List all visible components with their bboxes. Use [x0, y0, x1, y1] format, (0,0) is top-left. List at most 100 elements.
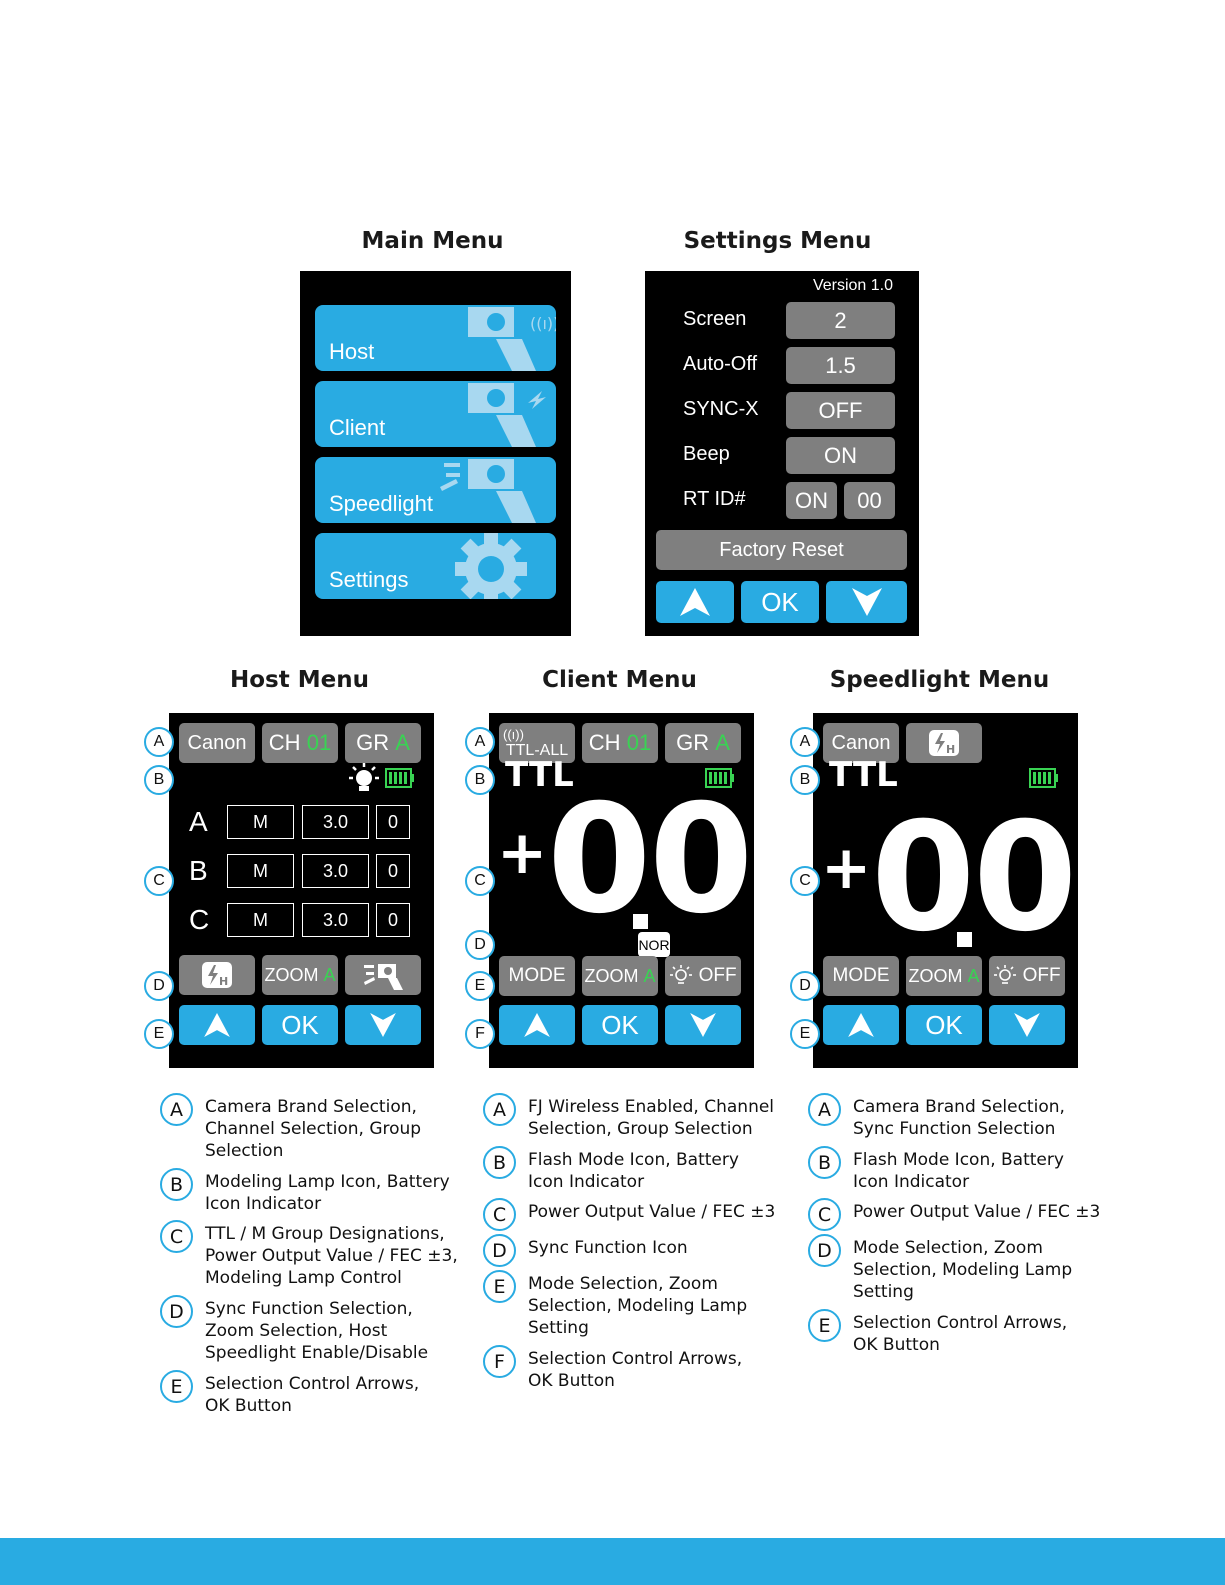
- legend-client-letter-e: E: [483, 1270, 516, 1303]
- zoom-button[interactable]: ZOOM A: [582, 956, 658, 996]
- group-button[interactable]: GR A: [345, 723, 421, 763]
- zoom-value: A: [967, 965, 980, 986]
- up-arrow-icon: [680, 588, 710, 616]
- down-arrow-button[interactable]: [345, 1005, 421, 1045]
- callout-d: D: [465, 930, 495, 960]
- down-arrow-icon: [851, 588, 882, 616]
- ok-button[interactable]: OK: [582, 1005, 658, 1045]
- svg-text:((ı)): ((ı)): [530, 314, 556, 333]
- up-arrow-button[interactable]: [179, 1005, 255, 1045]
- settings-menu-screen: Version 1.0 Screen 2 Auto-Off 1.5 SYNC-X…: [645, 271, 919, 636]
- legend-speedlight-letter-a: A: [808, 1093, 841, 1126]
- group-name-b: B: [189, 855, 208, 886]
- channel-label: CH: [268, 730, 301, 755]
- up-arrow-button[interactable]: [499, 1005, 575, 1045]
- mode-button[interactable]: MODE: [823, 956, 899, 996]
- group-c-mode[interactable]: M: [227, 903, 294, 937]
- legend-client-letter-a: A: [483, 1093, 516, 1126]
- zoom-button[interactable]: ZOOM A: [262, 955, 338, 995]
- ok-button[interactable]: OK: [262, 1005, 338, 1045]
- main-menu-item-label: Speedlight: [329, 491, 433, 516]
- group-button[interactable]: GR A: [665, 723, 741, 763]
- main-menu-item-speedlight[interactable]: Speedlight: [315, 457, 556, 523]
- svg-text:H: H: [946, 743, 955, 756]
- legend-host-letter-a: A: [160, 1093, 193, 1126]
- setting-value-sync-x[interactable]: OFF: [786, 392, 895, 429]
- decimal-point: [957, 932, 972, 947]
- modeling-lamp-button[interactable]: OFF: [665, 956, 741, 996]
- modeling-lamp-icon: [349, 763, 379, 791]
- legend-speedlight-letter-c: C: [808, 1198, 841, 1231]
- zoom-button[interactable]: ZOOM A: [906, 956, 982, 996]
- rt-id-number[interactable]: 00: [844, 482, 895, 519]
- down-arrow-button[interactable]: [665, 1005, 741, 1045]
- channel-button[interactable]: CH 01: [582, 723, 658, 763]
- zoom-value: A: [323, 964, 336, 985]
- main-menu-item-label: Client: [329, 415, 386, 440]
- channel-value: 01: [306, 730, 332, 755]
- legend-host-letter-c: C: [160, 1220, 193, 1253]
- up-arrow-button[interactable]: [656, 581, 734, 623]
- setting-value-screen[interactable]: 2: [786, 302, 895, 339]
- main-menu-item-host[interactable]: ((ı)) Host: [315, 305, 556, 371]
- group-a-power[interactable]: 3.0: [302, 805, 369, 839]
- main-menu-item-settings[interactable]: Settings: [315, 533, 556, 599]
- group-b-fec[interactable]: 0: [376, 854, 410, 888]
- rt-id-toggle[interactable]: ON: [786, 482, 837, 519]
- down-arrow-button[interactable]: [989, 1005, 1065, 1045]
- factory-reset-button[interactable]: Factory Reset: [656, 530, 907, 570]
- callout-e: E: [465, 971, 495, 1001]
- legend-client-letter-b: B: [483, 1146, 516, 1179]
- legend-host-text-c: TTL / M Group Designations,Power Output …: [205, 1224, 458, 1288]
- group-c-fec[interactable]: 0: [376, 903, 410, 937]
- client-trigger-icon: [468, 383, 546, 447]
- up-arrow-icon: [204, 1013, 230, 1037]
- camera-brand-button[interactable]: Canon: [823, 723, 899, 763]
- host-speedlight-toggle-button[interactable]: [345, 955, 421, 995]
- mode-button[interactable]: MODE: [499, 956, 575, 996]
- ok-button[interactable]: OK: [741, 581, 819, 623]
- modeling-lamp-icon: [994, 965, 1017, 984]
- wireless-button[interactable]: ((ı)) TTL-ALL: [499, 723, 575, 763]
- setting-label-screen: Screen: [683, 308, 747, 330]
- up-arrow-icon: [524, 1013, 550, 1037]
- fec-sign: +: [821, 833, 872, 903]
- group-c-power[interactable]: 3.0: [302, 903, 369, 937]
- group-value: A: [395, 730, 410, 755]
- group-b-mode[interactable]: M: [227, 854, 294, 888]
- main-menu-item-client[interactable]: Client: [315, 381, 556, 447]
- sync-function-button[interactable]: H: [906, 723, 982, 763]
- sync-function-button[interactable]: H: [179, 955, 255, 995]
- camera-brand-button[interactable]: Canon: [179, 723, 255, 763]
- setting-label-auto-off: Auto-Off: [683, 353, 758, 375]
- legend-speedlight-letter-e: E: [808, 1309, 841, 1342]
- setting-value-beep[interactable]: ON: [786, 437, 895, 474]
- zoom-label: ZOOM: [908, 965, 963, 986]
- group-b-power[interactable]: 3.0: [302, 854, 369, 888]
- decimal-point: [633, 914, 648, 929]
- group-a-mode[interactable]: M: [227, 805, 294, 839]
- modeling-lamp-value: OFF: [1022, 965, 1061, 986]
- wireless-mode-text: TTL-ALL: [505, 742, 569, 759]
- legend-client-letter-f: F: [483, 1345, 516, 1378]
- setting-label-beep: Beep: [683, 443, 730, 465]
- version-text: Version 1.0: [812, 277, 893, 294]
- main-menu-screen: ((ı)) Host Client Speedlight: [300, 271, 571, 636]
- down-arrow-button[interactable]: [826, 581, 907, 623]
- ok-button[interactable]: OK: [906, 1005, 982, 1045]
- modeling-lamp-button[interactable]: OFF: [989, 956, 1065, 996]
- main-menu-item-label: Settings: [329, 567, 409, 592]
- callout-d: D: [144, 971, 174, 1001]
- legend-client-text-f: Selection Control Arrows,OK Button: [528, 1349, 743, 1391]
- group-name-a: A: [189, 806, 208, 837]
- setting-value-auto-off[interactable]: 1.5: [786, 347, 895, 384]
- up-arrow-button[interactable]: [823, 1005, 899, 1045]
- host-menu-screen: Canon CH 01 GR A A M 3.0 0 B M 3.0 0 C M…: [169, 713, 434, 1068]
- channel-button[interactable]: CH 01: [262, 723, 338, 763]
- callout-c: C: [144, 866, 174, 896]
- group-a-fec[interactable]: 0: [376, 805, 410, 839]
